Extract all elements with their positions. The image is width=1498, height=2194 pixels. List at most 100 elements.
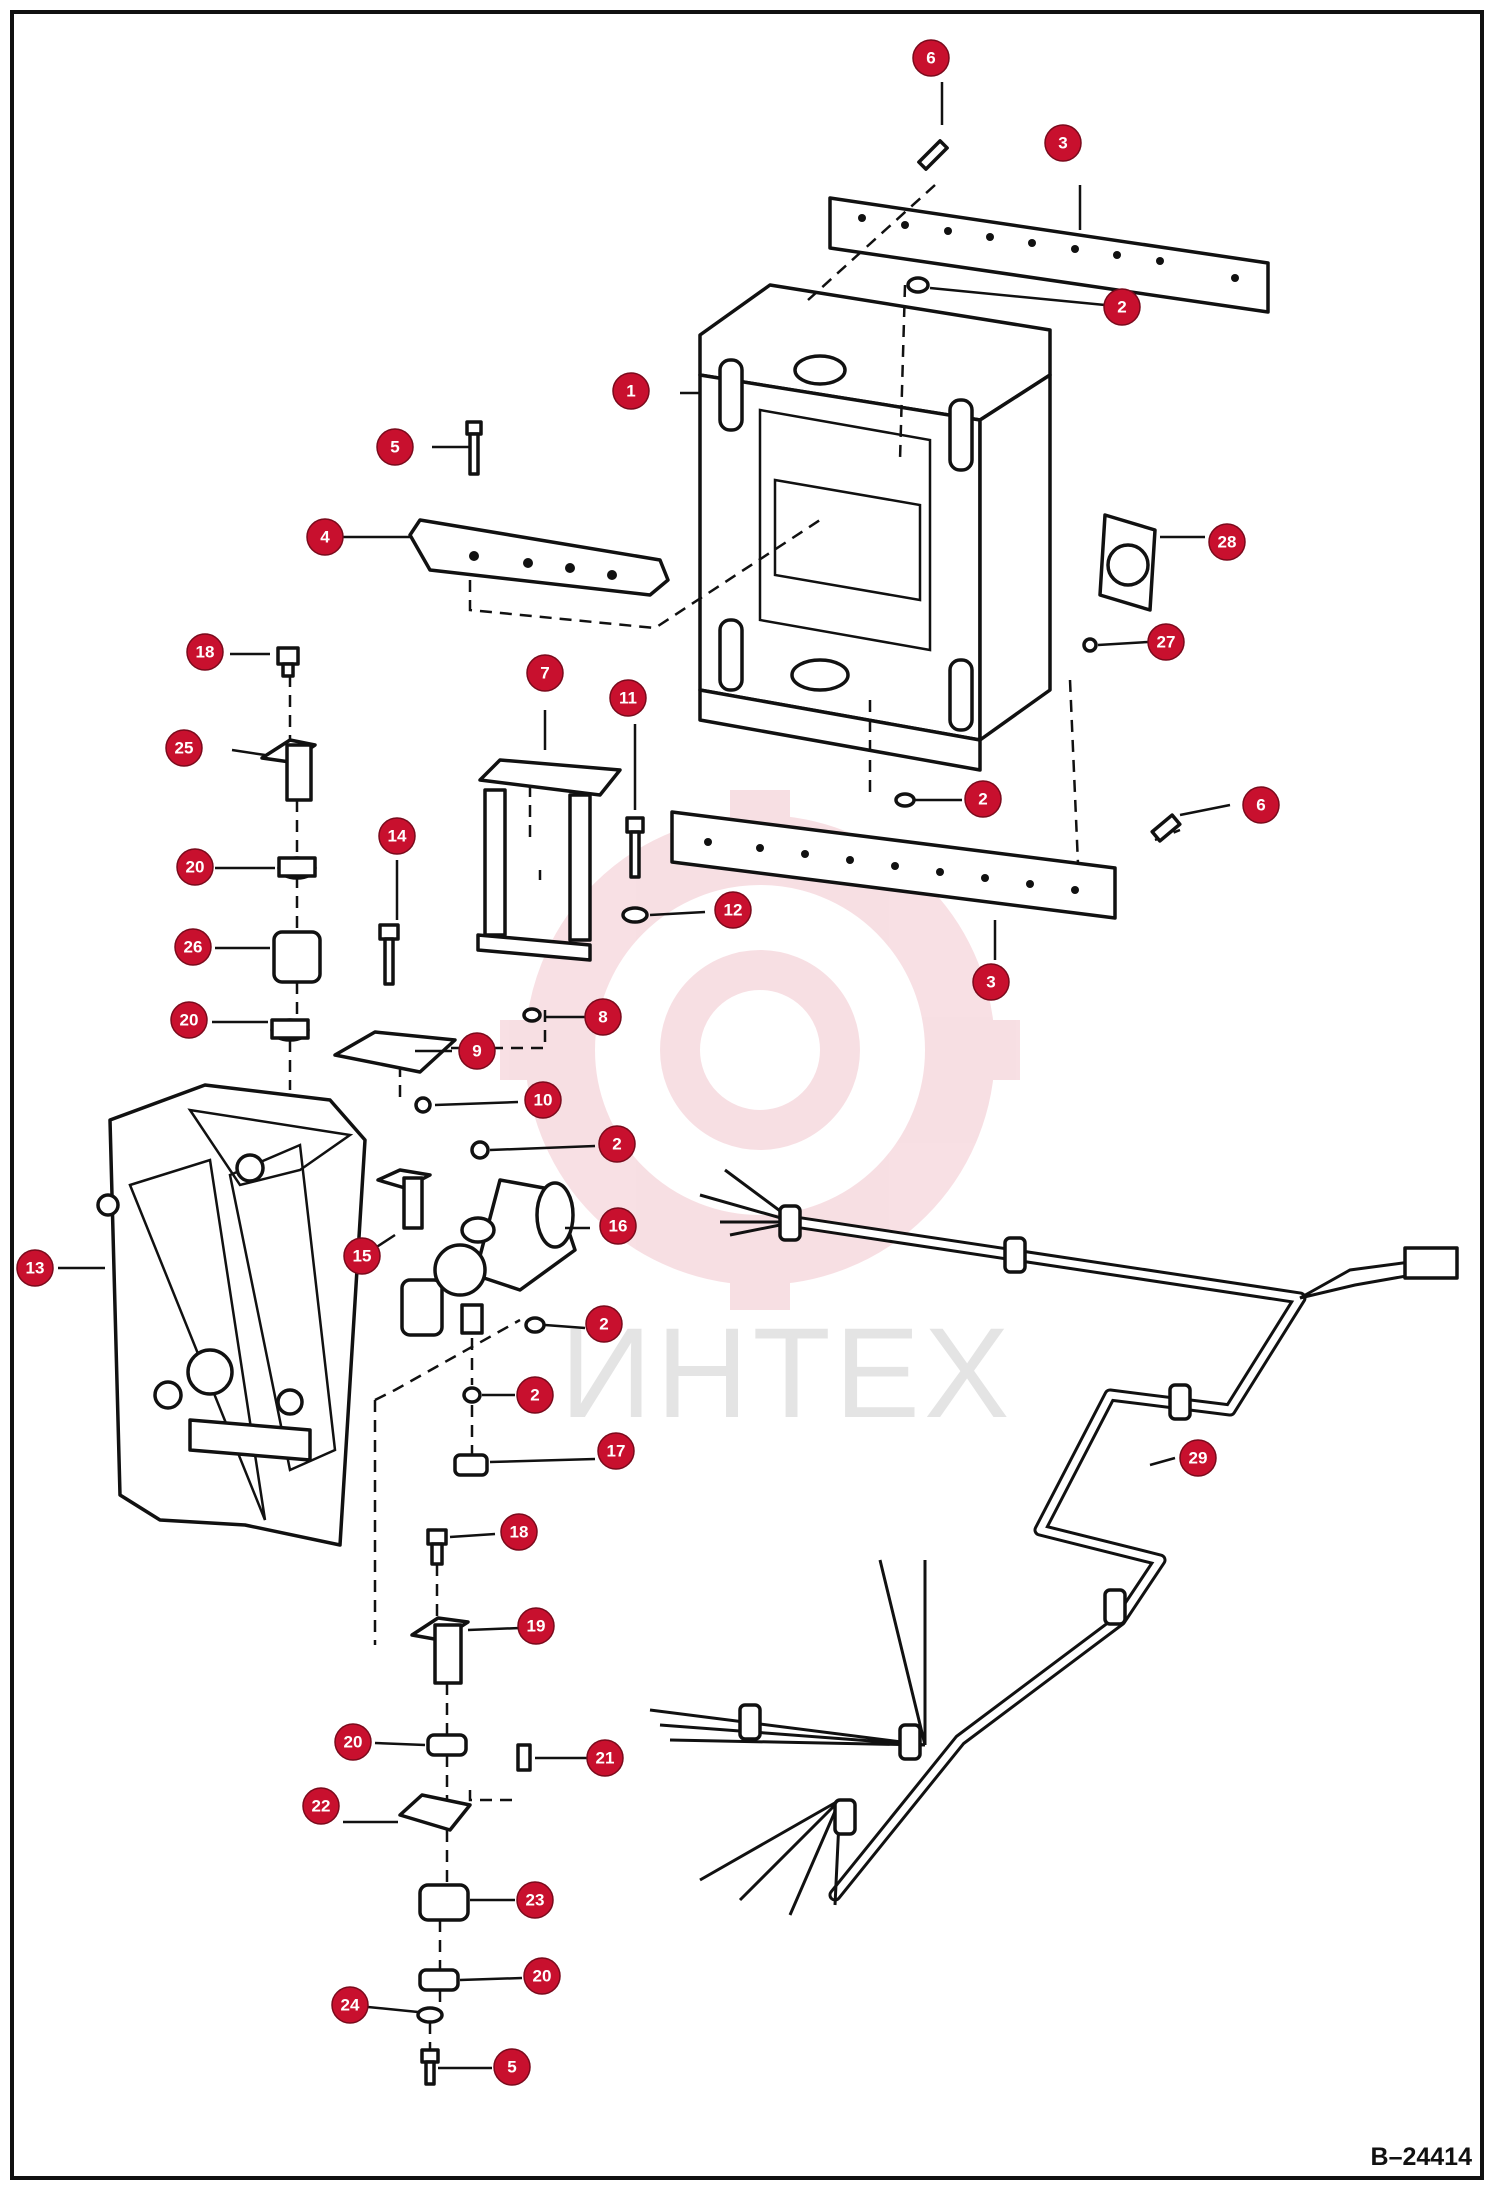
callout-4: 4 bbox=[306, 518, 344, 556]
callout-2: 2 bbox=[516, 1376, 554, 1414]
nut-top bbox=[906, 276, 930, 294]
pin-15 bbox=[376, 1168, 432, 1230]
bolt-11 bbox=[625, 816, 645, 879]
callout-29: 29 bbox=[1179, 1439, 1217, 1477]
callout-20: 20 bbox=[334, 1723, 372, 1761]
svg-text:9: 9 bbox=[472, 1042, 481, 1061]
svg-text:25: 25 bbox=[175, 739, 194, 758]
screw-27 bbox=[1082, 637, 1098, 653]
pivot-housing bbox=[96, 1083, 367, 1547]
callout-16: 16 bbox=[599, 1207, 637, 1245]
svg-text:3: 3 bbox=[986, 973, 995, 992]
svg-text:27: 27 bbox=[1157, 633, 1176, 652]
svg-text:10: 10 bbox=[534, 1091, 553, 1110]
svg-text:2: 2 bbox=[612, 1135, 621, 1154]
pivot-stack-upper bbox=[260, 646, 322, 1042]
svg-text:12: 12 bbox=[724, 901, 743, 920]
watermark-text: ИНТЕХ bbox=[560, 1302, 1014, 1445]
svg-text:4: 4 bbox=[320, 528, 330, 547]
svg-text:22: 22 bbox=[312, 1797, 331, 1816]
callout-2: 2 bbox=[1103, 288, 1141, 326]
mounting-bar-top bbox=[828, 196, 1270, 314]
callout-21: 21 bbox=[586, 1739, 624, 1777]
callout-3: 3 bbox=[1044, 124, 1082, 162]
callout-28: 28 bbox=[1208, 523, 1246, 561]
svg-text:20: 20 bbox=[344, 1733, 363, 1752]
switch-bracket bbox=[476, 758, 622, 962]
svg-text:24: 24 bbox=[341, 1996, 360, 2015]
callout-20: 20 bbox=[523, 1957, 561, 1995]
svg-text:6: 6 bbox=[926, 49, 935, 68]
callout-7: 7 bbox=[526, 654, 564, 692]
callout-20: 20 bbox=[170, 1001, 208, 1039]
svg-text:7: 7 bbox=[540, 664, 549, 683]
plug-17 bbox=[453, 1453, 489, 1477]
svg-text:18: 18 bbox=[510, 1523, 529, 1542]
bracket-plate bbox=[408, 518, 670, 597]
callout-13: 13 bbox=[16, 1249, 54, 1287]
svg-text:3: 3 bbox=[1058, 134, 1067, 153]
svg-text:28: 28 bbox=[1218, 533, 1237, 552]
callout-24: 24 bbox=[331, 1986, 369, 2024]
diagram-frame bbox=[10, 10, 1484, 2180]
bolt-top bbox=[917, 139, 949, 171]
svg-text:20: 20 bbox=[533, 1967, 552, 1986]
svg-text:2: 2 bbox=[530, 1386, 539, 1405]
callout-leaders bbox=[58, 82, 1231, 2070]
callout-2: 2 bbox=[964, 780, 1002, 818]
svg-text:23: 23 bbox=[526, 1891, 545, 1910]
nut-2-low bbox=[462, 1386, 482, 1404]
bolt-upper-5 bbox=[465, 420, 483, 476]
svg-text:17: 17 bbox=[607, 1442, 626, 1461]
nut-2-switch bbox=[470, 1140, 490, 1160]
callout-5: 5 bbox=[376, 428, 414, 466]
callout-9: 9 bbox=[458, 1032, 496, 1070]
svg-text:5: 5 bbox=[507, 2058, 516, 2077]
callout-23: 23 bbox=[516, 1881, 554, 1919]
callout-5: 5 bbox=[493, 2048, 531, 2086]
callout-1: 1 bbox=[612, 372, 650, 410]
pivot-stack-lower bbox=[398, 1528, 532, 2086]
svg-text:16: 16 bbox=[609, 1217, 628, 1236]
svg-text:2: 2 bbox=[1117, 298, 1126, 317]
callout-8: 8 bbox=[584, 998, 622, 1036]
callout-18: 18 bbox=[186, 633, 224, 671]
callout-22: 22 bbox=[302, 1787, 340, 1825]
bolt-14 bbox=[378, 923, 400, 986]
wiring-harness bbox=[649, 1168, 1459, 1916]
nut-8 bbox=[522, 1007, 542, 1023]
callout-17: 17 bbox=[597, 1432, 635, 1470]
callout-11: 11 bbox=[609, 679, 647, 717]
svg-text:15: 15 bbox=[353, 1247, 372, 1266]
nut-10 bbox=[414, 1096, 432, 1114]
figure-code: B–24414 bbox=[1370, 2143, 1472, 2171]
callout-19: 19 bbox=[517, 1607, 555, 1645]
callout-25: 25 bbox=[165, 729, 203, 767]
svg-text:11: 11 bbox=[619, 689, 637, 708]
svg-text:8: 8 bbox=[598, 1008, 607, 1027]
svg-text:19: 19 bbox=[527, 1617, 546, 1636]
bushing-15 bbox=[400, 1278, 444, 1337]
callout-14: 14 bbox=[378, 817, 416, 855]
callout-2: 2 bbox=[585, 1305, 623, 1343]
svg-text:13: 13 bbox=[26, 1259, 45, 1278]
callout-10: 10 bbox=[524, 1081, 562, 1119]
callout-2: 2 bbox=[598, 1125, 636, 1163]
svg-text:6: 6 bbox=[1256, 796, 1265, 815]
svg-text:20: 20 bbox=[186, 858, 205, 877]
nut-2-mid bbox=[894, 792, 916, 808]
callout-3: 3 bbox=[972, 963, 1010, 1001]
mounting-bar-bottom bbox=[670, 810, 1117, 920]
svg-text:5: 5 bbox=[390, 438, 399, 457]
svg-text:2: 2 bbox=[978, 790, 987, 809]
callout-20: 20 bbox=[176, 848, 214, 886]
callout-6: 6 bbox=[912, 39, 950, 77]
svg-text:18: 18 bbox=[196, 643, 215, 662]
nut-2-side bbox=[524, 1316, 546, 1334]
mounting-plate-9 bbox=[333, 1030, 457, 1074]
svg-text:29: 29 bbox=[1189, 1449, 1208, 1468]
svg-text:21: 21 bbox=[596, 1749, 615, 1768]
callout-12: 12 bbox=[714, 891, 752, 929]
callout-26: 26 bbox=[174, 928, 212, 966]
